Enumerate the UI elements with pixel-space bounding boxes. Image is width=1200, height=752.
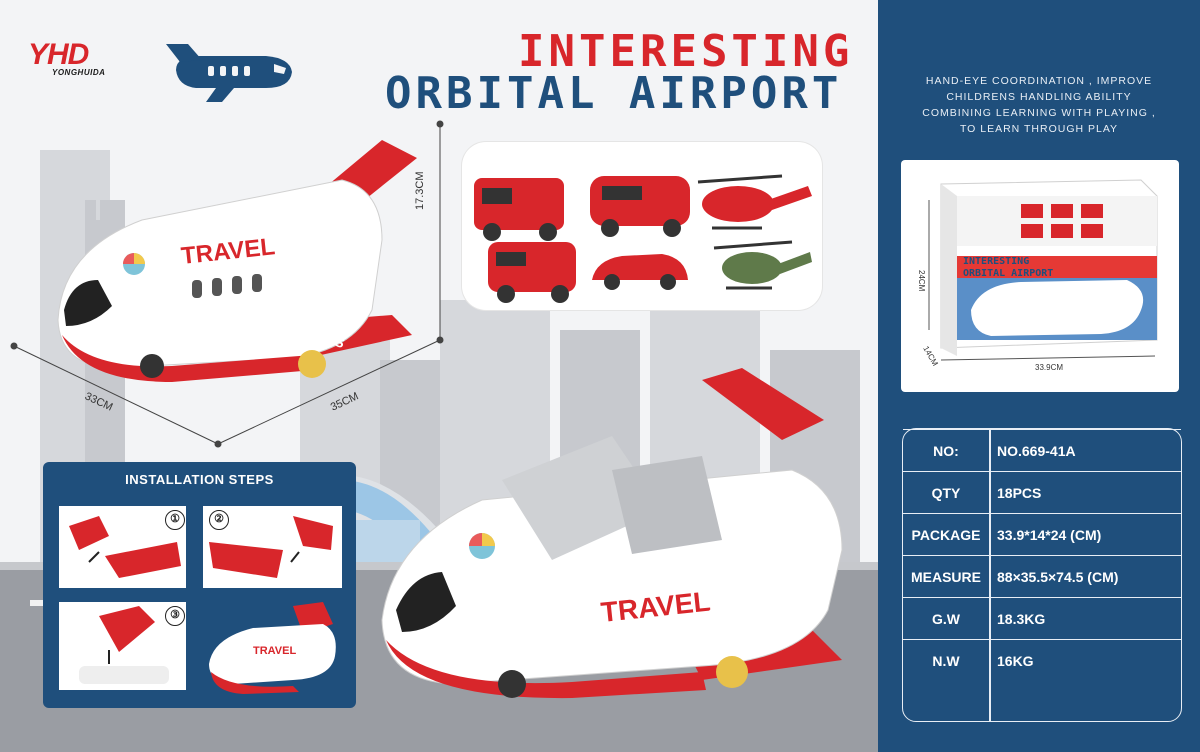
package-width-label: 33.9CM xyxy=(1035,363,1063,372)
spec-value: 33.9*14*24 (CM) xyxy=(997,527,1102,543)
package-box: INTERESTING ORBITAL AIRPORT 24CM 14CM 33… xyxy=(917,179,1158,372)
airplane-product-open: TRAVEL AIRBUS xyxy=(381,368,843,699)
package-image-card: INTERESTING ORBITAL AIRPORT 24CM 14CM 33… xyxy=(901,160,1179,392)
vehicle-set-card xyxy=(462,142,822,310)
spec-key: MEASURE xyxy=(910,569,981,585)
spec-row: NO: NO.669-41A xyxy=(903,429,1181,472)
travel-text-3: TRAVEL xyxy=(253,645,296,657)
spec-table: NO: NO.669-41A QTY 18PCS PACKAGE 33.9*14… xyxy=(902,428,1182,722)
spec-row: N.W 16KG xyxy=(903,639,1181,682)
brand-name: YONGHUIDA xyxy=(52,68,106,77)
package-title-2: ORBITAL AIRPORT xyxy=(963,268,1053,279)
helicopter-red xyxy=(697,174,812,230)
install-step-3: ③ xyxy=(59,602,186,690)
dimension-lines xyxy=(10,120,444,448)
fire-van xyxy=(590,176,690,237)
spec-row: MEASURE 88×35.5×74.5 (CM) xyxy=(903,555,1181,598)
product-scene: YHD YONGHUIDA INTERESTING ORBITAL AIRPOR… xyxy=(0,26,878,752)
spec-row: QTY 18PCS xyxy=(903,471,1181,514)
spec-key: NO: xyxy=(933,443,959,459)
product-description: HAND-EYE COORDINATION , IMPROVE CHILDREN… xyxy=(898,73,1180,137)
spec-divider xyxy=(989,429,991,721)
brand-logo: YHD YONGHUIDA xyxy=(28,40,138,80)
spec-key: PACKAGE xyxy=(911,527,981,543)
spec-panel: HAND-EYE COORDINATION , IMPROVE CHILDREN… xyxy=(878,0,1200,752)
airplane-product-top: TRAVEL AIRBUS xyxy=(57,140,417,382)
spec-row: PACKAGE 33.9*14*24 (CM) xyxy=(903,513,1181,556)
install-step-2: ② xyxy=(203,506,342,588)
spec-key: G.W xyxy=(932,611,960,627)
tower-spire xyxy=(96,160,100,220)
step-number-1: ① xyxy=(165,510,185,530)
spec-key: N.W xyxy=(932,653,960,669)
package-title-1: INTERESTING xyxy=(963,256,1029,267)
fire-car xyxy=(592,254,688,290)
spec-row: G.W 18.3KG xyxy=(903,597,1181,640)
step-1-illustration xyxy=(69,516,181,578)
fire-truck-1 xyxy=(474,178,564,241)
description-line: TO LEARN THROUGH PLAY xyxy=(959,123,1119,135)
helicopter-green xyxy=(713,240,812,290)
install-step-1: ① xyxy=(59,506,186,588)
description-line: COMBINING LEARNING WITH PLAYING , xyxy=(922,107,1156,119)
spec-value: 18PCS xyxy=(997,485,1042,501)
step-number-3: ③ xyxy=(165,606,185,626)
spec-key: QTY xyxy=(931,485,961,501)
spec-value: 18.3KG xyxy=(997,611,1046,627)
description-line: CHILDRENS HANDLING ABILITY xyxy=(946,91,1132,103)
spec-value: 16KG xyxy=(997,653,1034,669)
brand-mark: YHD xyxy=(28,38,89,71)
step-2-illustration xyxy=(209,516,333,578)
installation-steps-panel: INSTALLATION STEPS ① ② ③ TRAVEL xyxy=(43,462,356,708)
spec-value: 88×35.5×74.5 (CM) xyxy=(997,569,1119,585)
step-3-illustration xyxy=(79,606,169,684)
assembled-airplane: TRAVEL xyxy=(209,602,336,694)
package-depth-label: 14CM xyxy=(921,345,940,368)
spec-value: NO.669-41A xyxy=(997,443,1076,459)
title-line-1: INTERESTING xyxy=(518,26,854,77)
vehicle-illustrations xyxy=(474,174,812,303)
installation-heading: INSTALLATION STEPS xyxy=(125,472,274,487)
airplane-icon xyxy=(166,44,292,102)
title-line-2: ORBITAL AIRPORT xyxy=(385,68,843,119)
step-number-2: ② xyxy=(209,510,229,530)
package-height-label: 24CM xyxy=(917,270,926,292)
fire-truck-2 xyxy=(488,242,576,303)
description-line: HAND-EYE COORDINATION , IMPROVE xyxy=(925,75,1153,87)
